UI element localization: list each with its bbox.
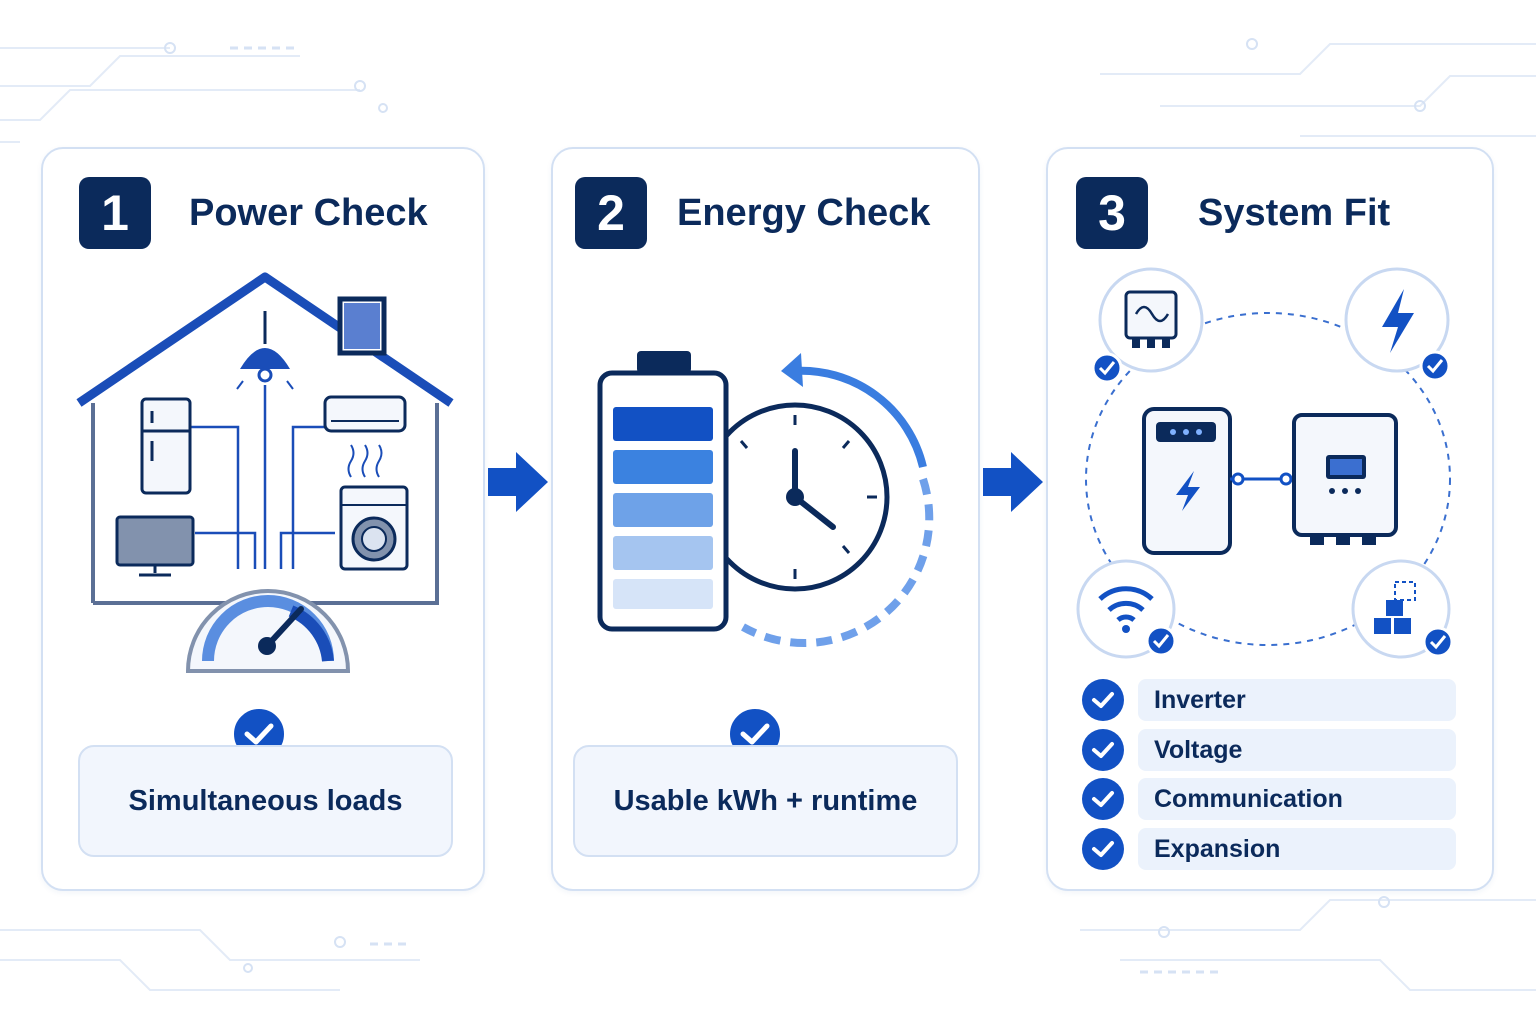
fit-item-inverter: Inverter	[1078, 679, 1460, 721]
step-label: Usable kWh + runtime	[573, 745, 958, 857]
battery-clock-icon	[597, 351, 934, 648]
step-card-energy-check: 2 Energy Check Usable kWh + runtime	[551, 147, 980, 891]
step-title: Energy Check	[677, 192, 931, 234]
arrow-right-icon	[983, 452, 1043, 512]
fit-item-label: Inverter	[1138, 679, 1456, 721]
step-title: Power Check	[189, 192, 428, 234]
step-title: System Fit	[1198, 192, 1391, 234]
step-number-badge: 3	[1076, 177, 1148, 249]
step-label: Simultaneous loads	[78, 745, 453, 857]
fit-item-label: Expansion	[1138, 828, 1456, 870]
fit-item-expansion: Expansion	[1078, 828, 1460, 870]
fit-item-voltage: Voltage	[1078, 729, 1460, 771]
step-card-system-fit: 3 System Fit	[1046, 147, 1494, 891]
system-components-icon	[1076, 267, 1454, 659]
check-icon	[1082, 778, 1124, 820]
fit-item-label: Communication	[1138, 778, 1456, 820]
fit-item-communication: Communication	[1078, 778, 1460, 820]
check-icon	[1082, 828, 1124, 870]
arrow-right-icon	[488, 452, 548, 512]
step-number-badge: 2	[575, 177, 647, 249]
check-icon	[1082, 679, 1124, 721]
check-icon	[1082, 729, 1124, 771]
step-number-badge: 1	[79, 177, 151, 249]
fit-item-label: Voltage	[1138, 729, 1456, 771]
house-appliances-gauge-icon	[76, 272, 454, 673]
step-card-power-check: 1 Power Check	[41, 147, 485, 891]
